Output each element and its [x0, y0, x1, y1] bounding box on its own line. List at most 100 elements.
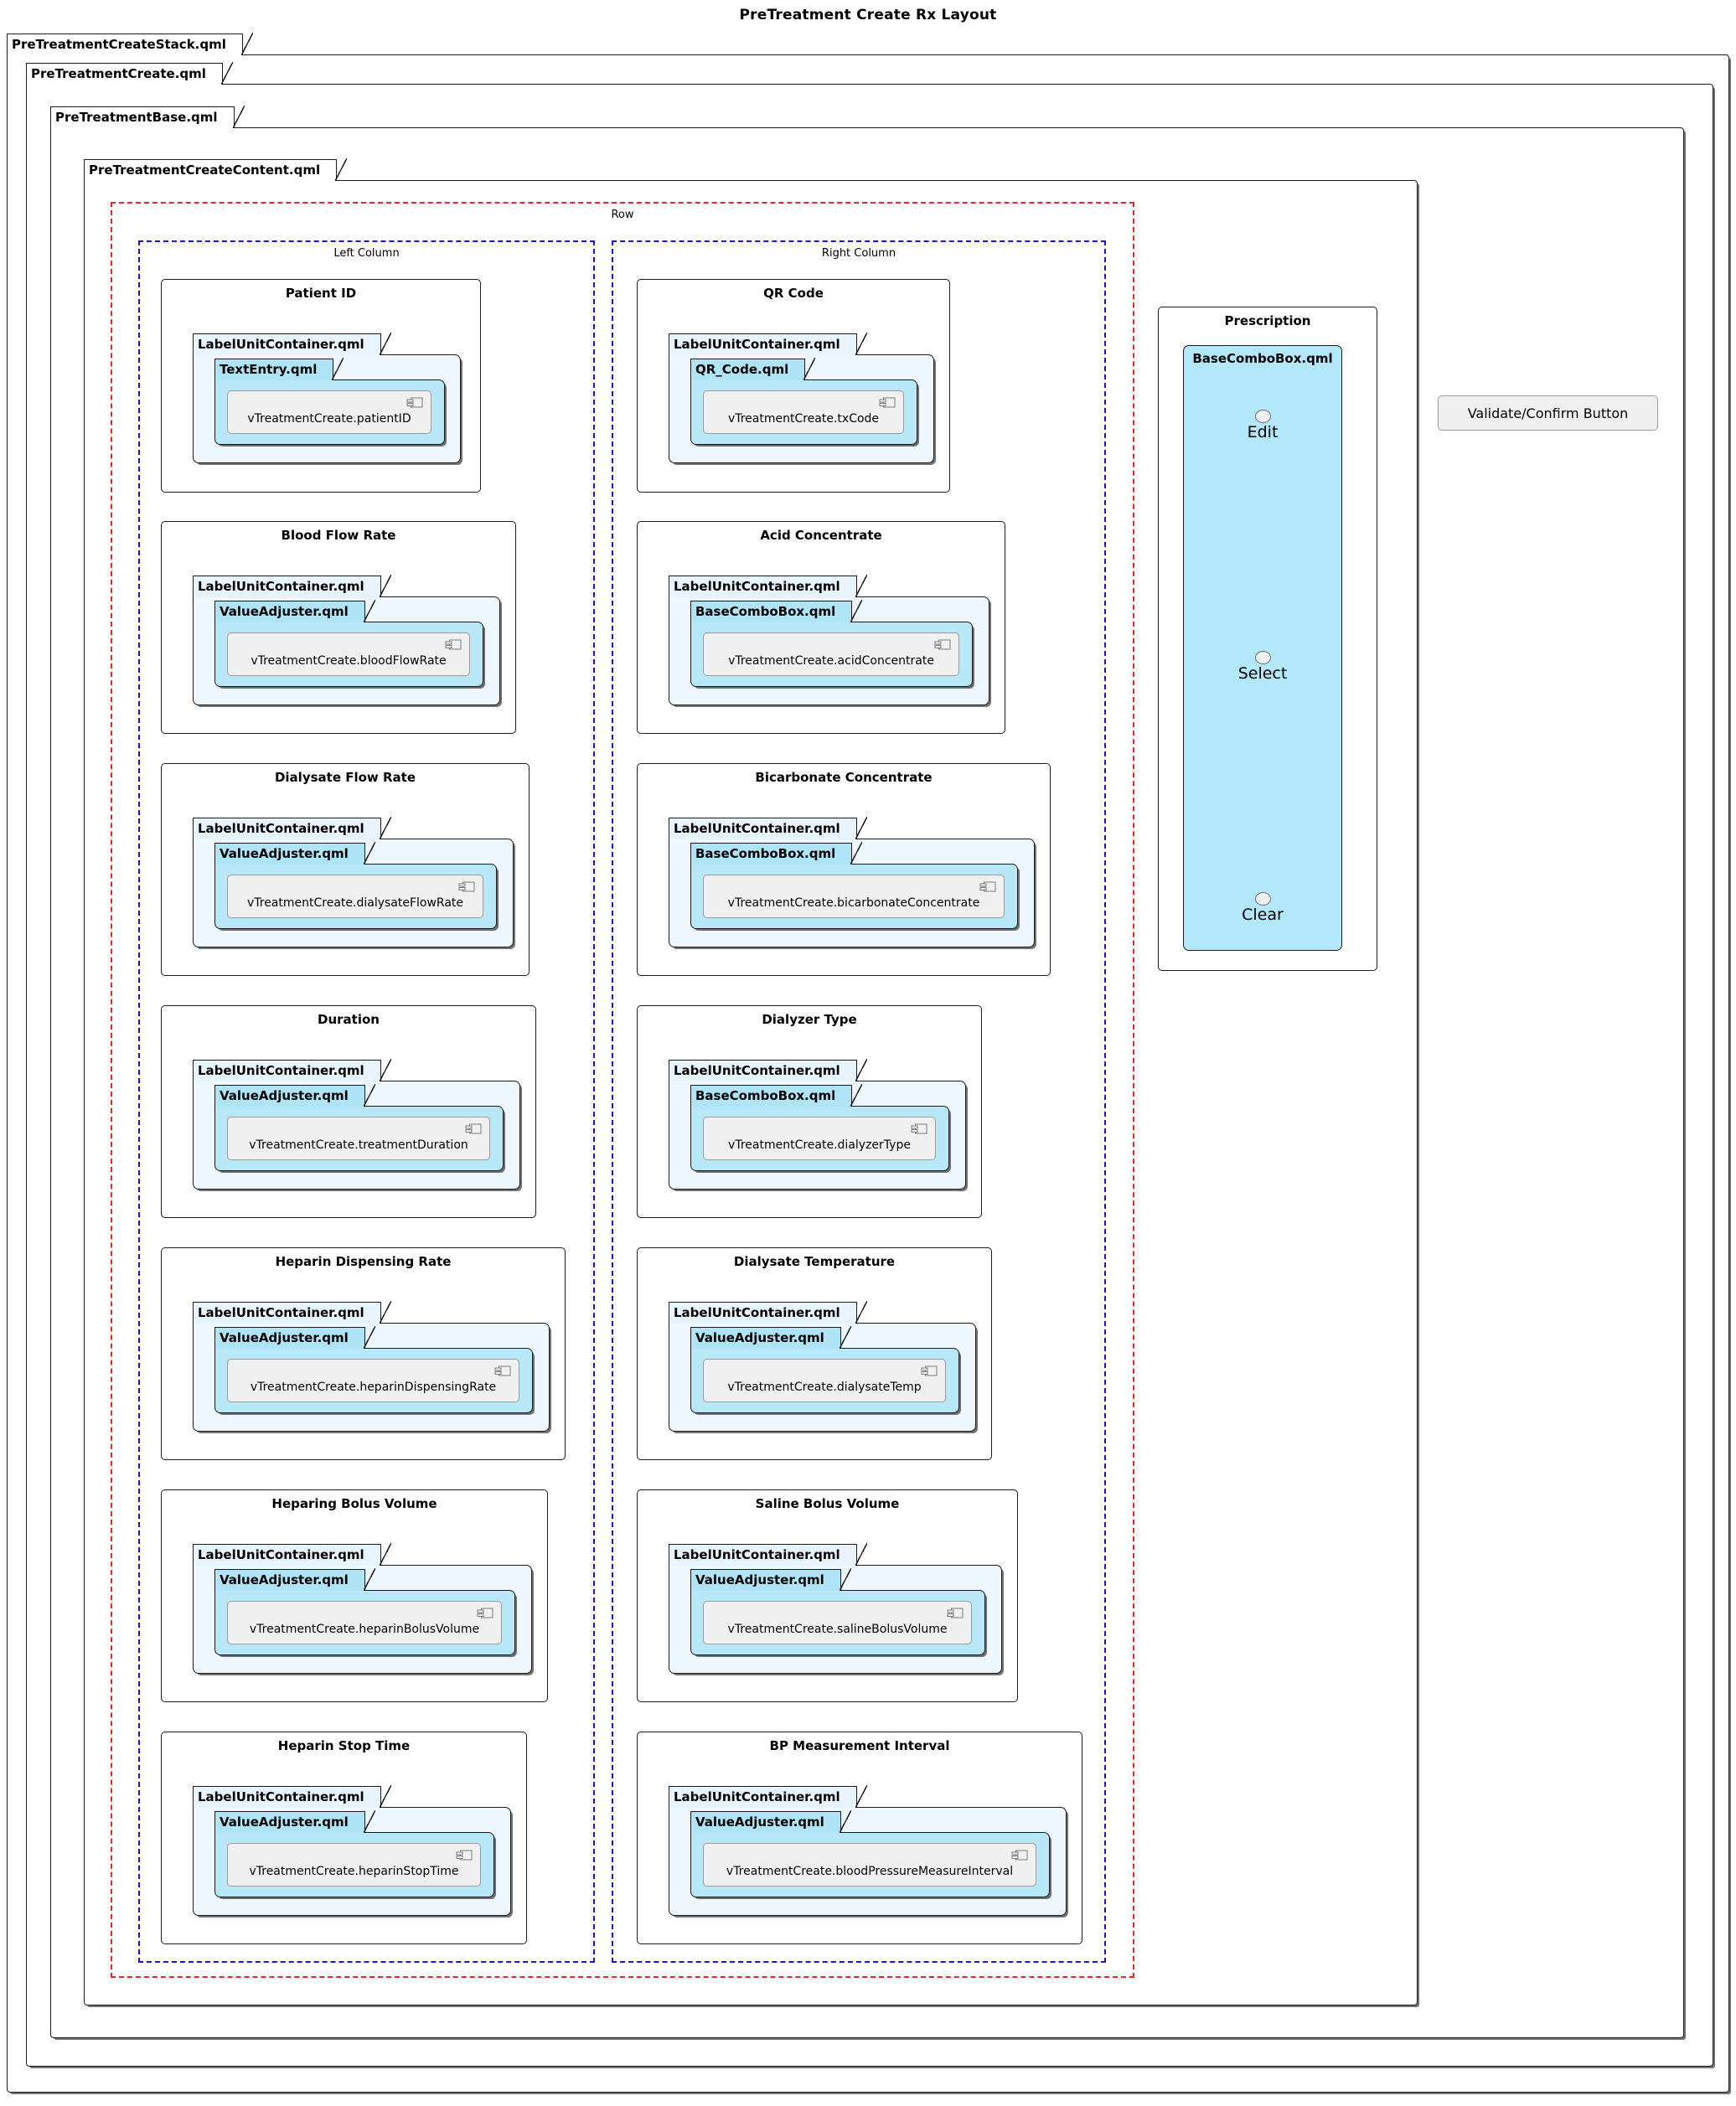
component-node[interactable]: vTreatmentCreate.bloodPressureMeasureInt…: [703, 1843, 1036, 1887]
group-title: Patient ID: [285, 286, 357, 301]
component-label: vTreatmentCreate.patientID: [247, 412, 411, 426]
package-label: ValueAdjuster.qml: [214, 1084, 375, 1107]
component-icon: [445, 639, 462, 650]
package-label: LabelUnitContainer.qml: [193, 1059, 391, 1082]
component-icon: [1011, 1850, 1028, 1861]
component-label: vTreatmentCreate.bicarbonateConcentrate: [727, 896, 980, 910]
component-node[interactable]: vTreatmentCreate.heparinDispensingRate: [227, 1359, 519, 1402]
component-icon: [406, 397, 423, 408]
radio-circle-icon: [1254, 892, 1271, 906]
group-title: Duration: [318, 1012, 380, 1027]
group-right-column: Right Column: [612, 240, 1106, 1963]
component-label: vTreatmentCreate.bloodFlowRate: [251, 654, 447, 668]
prescription-item-label: Select: [1237, 664, 1288, 683]
package-label: BaseComboBox.qml: [690, 1084, 862, 1107]
component-label: vTreatmentCreate.heparinStopTime: [249, 1865, 459, 1878]
component-node[interactable]: vTreatmentCreate.dialyzerType: [703, 1117, 936, 1160]
group-left-column: Left Column: [138, 240, 595, 1963]
component-label: vTreatmentCreate.acidConcentrate: [728, 654, 934, 668]
package-label: ValueAdjuster.qml: [214, 1810, 375, 1834]
component-label: vTreatmentCreate.bloodPressureMeasureInt…: [726, 1865, 1014, 1878]
group-title: Heparin Dispensing Rate: [275, 1254, 452, 1269]
component-node[interactable]: vTreatmentCreate.heparinBolusVolume: [227, 1601, 502, 1644]
component-icon: [465, 1123, 482, 1134]
prescription-item-edit[interactable]: Edit: [1184, 410, 1341, 441]
group-title: BP Measurement Interval: [769, 1738, 950, 1753]
package-label: LabelUnitContainer.qml: [669, 575, 867, 598]
package-label: LabelUnitContainer.qml: [193, 1785, 391, 1809]
component-node[interactable]: vTreatmentCreate.treatmentDuration: [227, 1117, 490, 1160]
package-label: LabelUnitContainer.qml: [193, 575, 391, 598]
component-node[interactable]: vTreatmentCreate.patientID: [227, 390, 431, 434]
package-label: LabelUnitContainer.qml: [669, 1059, 867, 1082]
component-icon: [458, 881, 475, 892]
component-node[interactable]: vTreatmentCreate.acidConcentrate: [703, 632, 959, 676]
package-label: ValueAdjuster.qml: [690, 1326, 851, 1350]
page-title: PreTreatment Create Rx Layout: [739, 7, 997, 23]
component-node[interactable]: vTreatmentCreate.txCode: [703, 390, 904, 434]
component-node[interactable]: vTreatmentCreate.dialysateFlowRate: [227, 875, 483, 918]
component-label: vTreatmentCreate.txCode: [727, 412, 880, 426]
package-label: LabelUnitContainer.qml: [193, 333, 391, 356]
group-title: Heparin Stop Time: [277, 1738, 411, 1753]
prescription-basecombobox[interactable]: BaseComboBox.qml Edit Select Clear: [1183, 345, 1342, 951]
package-label: BaseComboBox.qml: [690, 842, 862, 865]
package-label: QR_Code.qml: [690, 358, 815, 381]
package-label: TextEntry.qml: [214, 358, 344, 381]
group-row-label: Row: [611, 209, 634, 221]
frame-label: PreTreatmentCreateStack.qml: [7, 33, 253, 56]
component-node[interactable]: vTreatmentCreate.bloodFlowRate: [227, 632, 470, 676]
group-title: Heparing Bolus Volume: [271, 1496, 437, 1511]
component-icon: [494, 1365, 511, 1376]
group-title: Dialysate Temperature: [733, 1254, 896, 1269]
group-title: Prescription: [1224, 313, 1311, 328]
component-label: vTreatmentCreate.dialyzerType: [728, 1138, 911, 1152]
component-node[interactable]: vTreatmentCreate.heparinStopTime: [227, 1843, 481, 1887]
component-icon: [879, 397, 896, 408]
package-label: BaseComboBox.qml: [690, 600, 862, 623]
prescription-item-label: Edit: [1247, 423, 1279, 441]
component-icon: [979, 881, 996, 892]
package-label: LabelUnitContainer.qml: [669, 1543, 867, 1567]
prescription-item-select[interactable]: Select: [1184, 651, 1341, 683]
group-left-column-label: Left Column: [333, 247, 400, 260]
group-title: Blood Flow Rate: [281, 528, 396, 543]
component-node[interactable]: vTreatmentCreate.dialysateTemp: [703, 1359, 946, 1402]
group-title: Saline Bolus Volume: [755, 1496, 900, 1511]
group-title: Dialyzer Type: [762, 1012, 857, 1027]
frame-label: PreTreatmentBase.qml: [50, 106, 245, 129]
component-icon: [921, 1365, 938, 1376]
component-icon: [911, 1123, 927, 1134]
group-title: Acid Concentrate: [760, 528, 882, 543]
package-label: ValueAdjuster.qml: [214, 1568, 375, 1592]
group-title: Bicarbonate Concentrate: [755, 770, 933, 785]
component-label: vTreatmentCreate.dialysateTemp: [727, 1381, 922, 1394]
group-title: Dialysate Flow Rate: [274, 770, 416, 785]
package-label: LabelUnitContainer.qml: [669, 1301, 867, 1324]
package-label: ValueAdjuster.qml: [690, 1568, 851, 1592]
prescription-item-label: Clear: [1242, 906, 1284, 924]
component-icon: [456, 1850, 473, 1861]
package-label: LabelUnitContainer.qml: [193, 1301, 391, 1324]
component-label: vTreatmentCreate.heparinDispensingRate: [250, 1381, 497, 1394]
package-label: LabelUnitContainer.qml: [669, 1785, 867, 1809]
frame-label: PreTreatmentCreateContent.qml: [84, 158, 347, 182]
component-icon: [947, 1608, 964, 1618]
component-label: vTreatmentCreate.salineBolusVolume: [727, 1623, 948, 1636]
group-row: Row: [111, 202, 1134, 1978]
radio-circle-icon: [1254, 410, 1271, 423]
frame-label: PreTreatmentCreate.qml: [26, 62, 233, 85]
component-icon: [934, 639, 951, 650]
package-label: LabelUnitContainer.qml: [193, 1543, 391, 1567]
package-label: ValueAdjuster.qml: [214, 842, 375, 865]
component-node[interactable]: vTreatmentCreate.bicarbonateConcentrate: [703, 875, 1005, 918]
package-label: ValueAdjuster.qml: [214, 600, 375, 623]
component-label: vTreatmentCreate.treatmentDuration: [249, 1138, 468, 1152]
component-node[interactable]: vTreatmentCreate.salineBolusVolume: [703, 1601, 972, 1644]
package-label: LabelUnitContainer.qml: [669, 333, 867, 356]
prescription-item-clear[interactable]: Clear: [1184, 892, 1341, 924]
validate-confirm-button[interactable]: Validate/Confirm Button: [1438, 395, 1658, 431]
package-label: ValueAdjuster.qml: [214, 1326, 375, 1350]
package-label: LabelUnitContainer.qml: [193, 817, 391, 840]
prescription-combo-title: BaseComboBox.qml: [1192, 351, 1333, 366]
